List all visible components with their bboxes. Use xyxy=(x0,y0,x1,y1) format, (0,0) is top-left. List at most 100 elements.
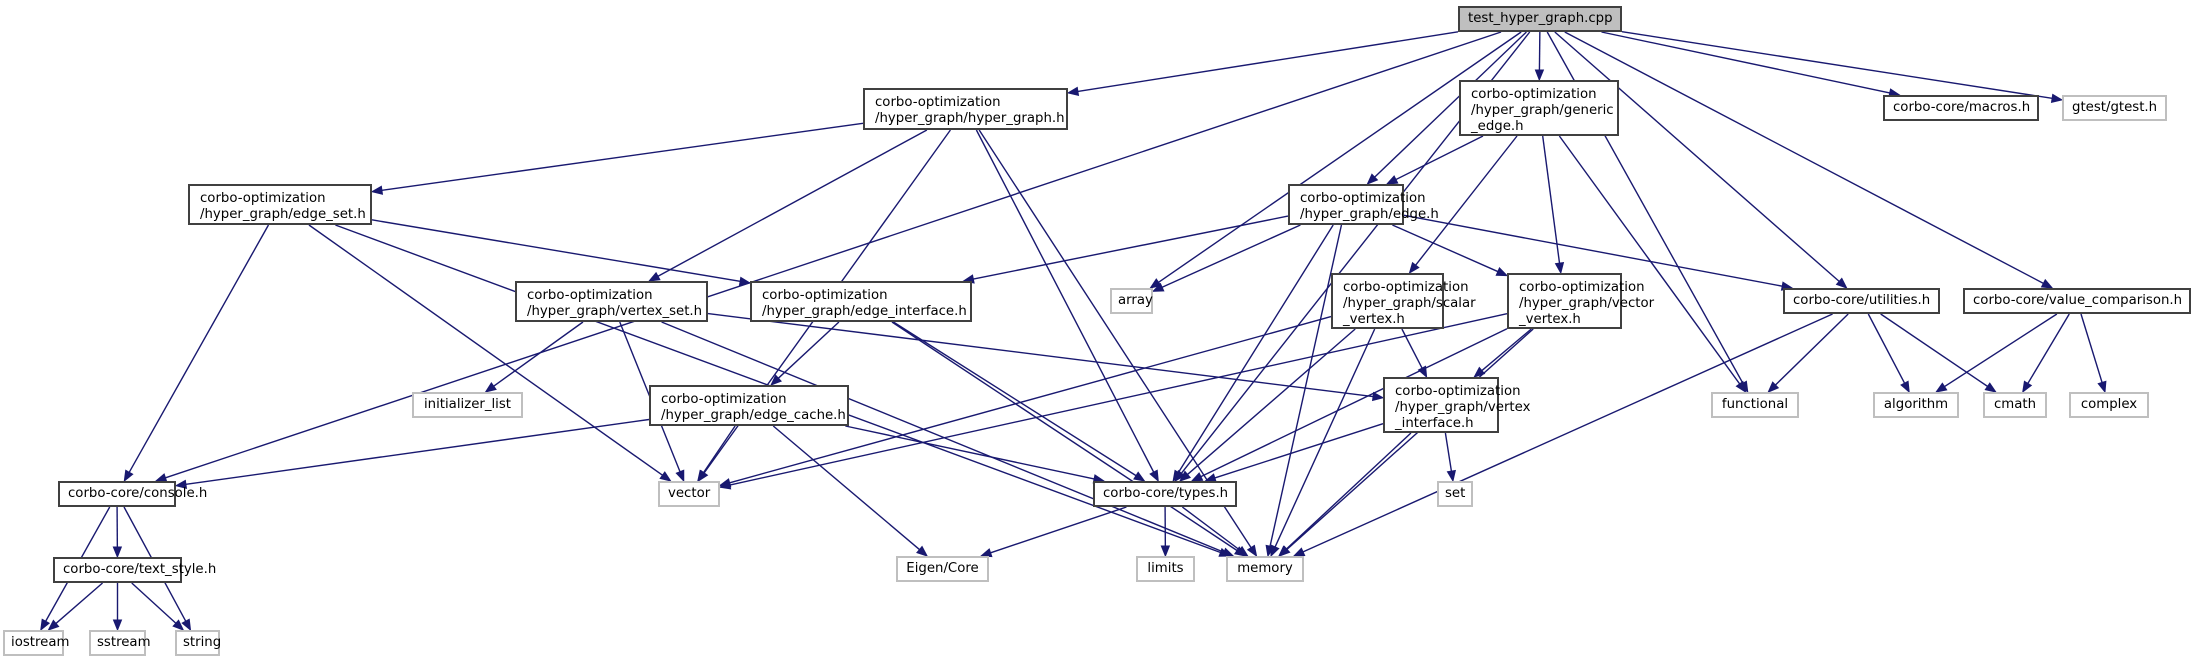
arrowhead-generic_edge_h-to-functional xyxy=(1735,380,1747,394)
node-functional[interactable]: functional xyxy=(1711,392,1799,418)
edge-generic_edge_h-to-scalar_vertex_h xyxy=(1415,135,1518,266)
node-edge-set-h[interactable]: corbo-optimization /hyper_graph/edge_set… xyxy=(188,184,372,225)
edge-text_style_h-to-string xyxy=(131,582,177,624)
node-eigen-core[interactable]: Eigen/Core xyxy=(896,556,989,582)
node-utilities-h[interactable]: corbo-core/utilities.h xyxy=(1783,288,1940,314)
node-iostream[interactable]: iostream xyxy=(3,630,69,656)
arrowhead-types_h-to-memory xyxy=(1236,545,1249,557)
node-text-style-h[interactable]: corbo-core/text_style.h xyxy=(53,557,216,583)
edge-root-to-value_comparison_h xyxy=(1564,31,2044,284)
edge-root-to-gtest_h xyxy=(1621,31,2053,100)
node-generic-edge-h[interactable]: corbo-optimization /hyper_graph/generic … xyxy=(1459,80,1619,136)
edge-generic_edge_h-to-edge_h xyxy=(1395,135,1484,181)
arrowhead-edge_interface_h-to-types_h xyxy=(1133,471,1146,482)
edge-scalar_vertex_h-to-memory xyxy=(1274,328,1376,548)
arrowhead-scalar_vertex_h-to-types_h xyxy=(1178,470,1192,482)
arrowhead-vector_vertex_h-to-vertex_interface_h xyxy=(1473,366,1486,378)
arrowhead-text_style_h-to-iostream xyxy=(47,619,60,631)
arrowhead-vertex_interface_h-to-memory xyxy=(1277,545,1290,557)
node-sstream[interactable]: sstream xyxy=(89,630,151,656)
node-types-h[interactable]: corbo-core/types.h xyxy=(1093,481,1237,507)
node-string[interactable]: string xyxy=(175,630,221,656)
edge-edge_cache_h-to-vector xyxy=(702,425,736,474)
edge-value_comparison_h-to-complex xyxy=(2080,313,2103,383)
edge-edge_h-to-utilities_h xyxy=(1403,214,1783,287)
node-test-hyper-graph-cpp[interactable]: test_hyper_graph.cpp xyxy=(1458,6,1622,32)
node-console-h[interactable]: corbo-core/console.h xyxy=(58,481,207,507)
arrowhead-edge_set_h-to-edge_interface_h xyxy=(738,276,752,286)
arrowhead-utilities_h-to-algorithm xyxy=(1900,380,1910,394)
arrowhead-edge_set_h-to-vector xyxy=(659,471,672,482)
node-vector[interactable]: vector xyxy=(658,481,720,507)
node-edge-h[interactable]: corbo-optimization /hyper_graph/edge.h xyxy=(1288,184,1439,225)
arrowhead-types_h-to-limits xyxy=(1160,545,1171,558)
edge-utilities_h-to-algorithm xyxy=(1867,313,1906,384)
arrowhead-vertex_set_h-to-vector xyxy=(675,469,685,483)
edge-types_h-to-eigen_core xyxy=(990,506,1127,554)
arrowhead-hyper_graph_h-to-memory xyxy=(1246,544,1258,558)
arrowhead-console_h-to-text_style_h xyxy=(112,546,123,559)
edge-vector_vertex_h-to-memory xyxy=(1286,328,1534,550)
edge-edge_interface_h-to-edge_cache_h xyxy=(777,321,840,379)
edge-text_style_h-to-iostream xyxy=(55,582,104,624)
node-set[interactable]: set xyxy=(1437,481,1473,507)
arrowhead-root-to-value_comparison_h xyxy=(2040,278,2054,289)
edge-vertex_interface_h-to-set xyxy=(1444,432,1453,472)
edge-hyper_graph_h-to-edge_set_h xyxy=(381,122,864,191)
edge-generic_edge_h-to-vector_vertex_h xyxy=(1542,135,1561,264)
edge-vertex_set_h-to-vertex_interface_h xyxy=(707,312,1374,398)
node-initializer-list[interactable]: initializer_list xyxy=(412,392,523,418)
arrowhead-root-to-gtest_h xyxy=(2050,93,2064,103)
node-edge-interface-h[interactable]: corbo-optimization /hyper_graph/edge_int… xyxy=(750,281,972,322)
edge-scalar_vertex_h-to-vector xyxy=(729,315,1332,484)
node-vertex-set-h[interactable]: corbo-optimization /hyper_graph/vertex_s… xyxy=(515,281,708,322)
node-memory[interactable]: memory xyxy=(1226,556,1304,582)
arrowhead-edge_h-to-types_h xyxy=(1172,469,1183,483)
arrowhead-vertex_interface_h-to-set xyxy=(1446,469,1457,483)
arrowhead-root-to-edge_h xyxy=(1366,173,1379,185)
edge-root-to-edge_h xyxy=(1374,31,1527,178)
arrowhead-root-to-hyper_graph_h xyxy=(1066,86,1080,96)
node-scalar-vertex-h[interactable]: corbo-optimization /hyper_graph/scalar _… xyxy=(1331,273,1476,329)
node-hyper-graph-h[interactable]: corbo-optimization /hyper_graph/hyper_gr… xyxy=(863,88,1068,130)
edge-vector_vertex_h-to-vertex_interface_h xyxy=(1481,328,1532,372)
edge-vertex_set_h-to-memory xyxy=(661,321,1225,553)
edge-root-to-macros_h xyxy=(1601,31,1890,94)
arrowhead-edge_cache_h-to-eigen_core xyxy=(916,545,929,557)
node-value-comparison-h[interactable]: corbo-core/value_comparison.h xyxy=(1963,288,2191,314)
node-gtest-h[interactable]: gtest/gtest.h xyxy=(2062,95,2167,121)
edge-utilities_h-to-memory xyxy=(1302,313,1833,553)
edge-types_h-to-memory xyxy=(1181,506,1241,551)
node-macros-h[interactable]: corbo-core/macros.h xyxy=(1883,95,2039,121)
node-edge-cache-h[interactable]: corbo-optimization /hyper_graph/edge_cac… xyxy=(649,385,849,426)
arrowhead-edge_h-to-array xyxy=(1151,282,1165,292)
arrowhead-edge_cache_h-to-vector xyxy=(697,469,708,483)
arrowhead-utilities_h-to-functional xyxy=(1767,381,1780,393)
edge-edge_cache_h-to-console_h xyxy=(185,418,650,486)
edge-edge_interface_h-to-types_h xyxy=(892,321,1137,477)
node-complex[interactable]: complex xyxy=(2069,392,2149,418)
arrowhead-edge_interface_h-to-edge_cache_h xyxy=(770,374,782,386)
edge-edge_h-to-array xyxy=(1161,224,1301,288)
edge-edge_cache_h-to-types_h xyxy=(845,425,1095,480)
edge-utilities_h-to-functional xyxy=(1774,313,1849,386)
arrowhead-hyper_graph_h-to-edge_set_h xyxy=(370,185,384,195)
edge-hyper_graph_h-to-types_h xyxy=(975,129,1155,473)
edge-edge_interface_h-to-memory xyxy=(891,321,1238,552)
arrowhead-value_comparison_h-to-algorithm xyxy=(1934,382,1948,393)
arrowhead-edge_h-to-vector_vertex_h xyxy=(1495,267,1509,277)
arrowhead-generic_edge_h-to-vector_vertex_h xyxy=(1554,261,1565,275)
node-limits[interactable]: limits xyxy=(1136,556,1195,582)
node-vertex-interface-h[interactable]: corbo-optimization /hyper_graph/vertex _… xyxy=(1383,377,1530,433)
edge-vertex_interface_h-to-types_h xyxy=(1214,423,1384,479)
edge-edge_set_h-to-vector xyxy=(308,224,663,476)
node-cmath[interactable]: cmath xyxy=(1983,392,2047,418)
arrowhead-vertex_set_h-to-initializer_list xyxy=(484,382,497,393)
node-array[interactable]: array xyxy=(1110,288,1153,314)
arrowhead-hyper_graph_h-to-vertex_set_h xyxy=(648,271,661,282)
arrowhead-vector_vertex_h-to-types_h xyxy=(1190,472,1204,482)
node-vector-vertex-h[interactable]: corbo-optimization /hyper_graph/vector _… xyxy=(1507,273,1654,329)
arrowhead-generic_edge_h-to-edge_h xyxy=(1385,175,1399,185)
node-algorithm[interactable]: algorithm xyxy=(1873,392,1959,418)
edge-root-to-utilities_h xyxy=(1554,31,1840,282)
